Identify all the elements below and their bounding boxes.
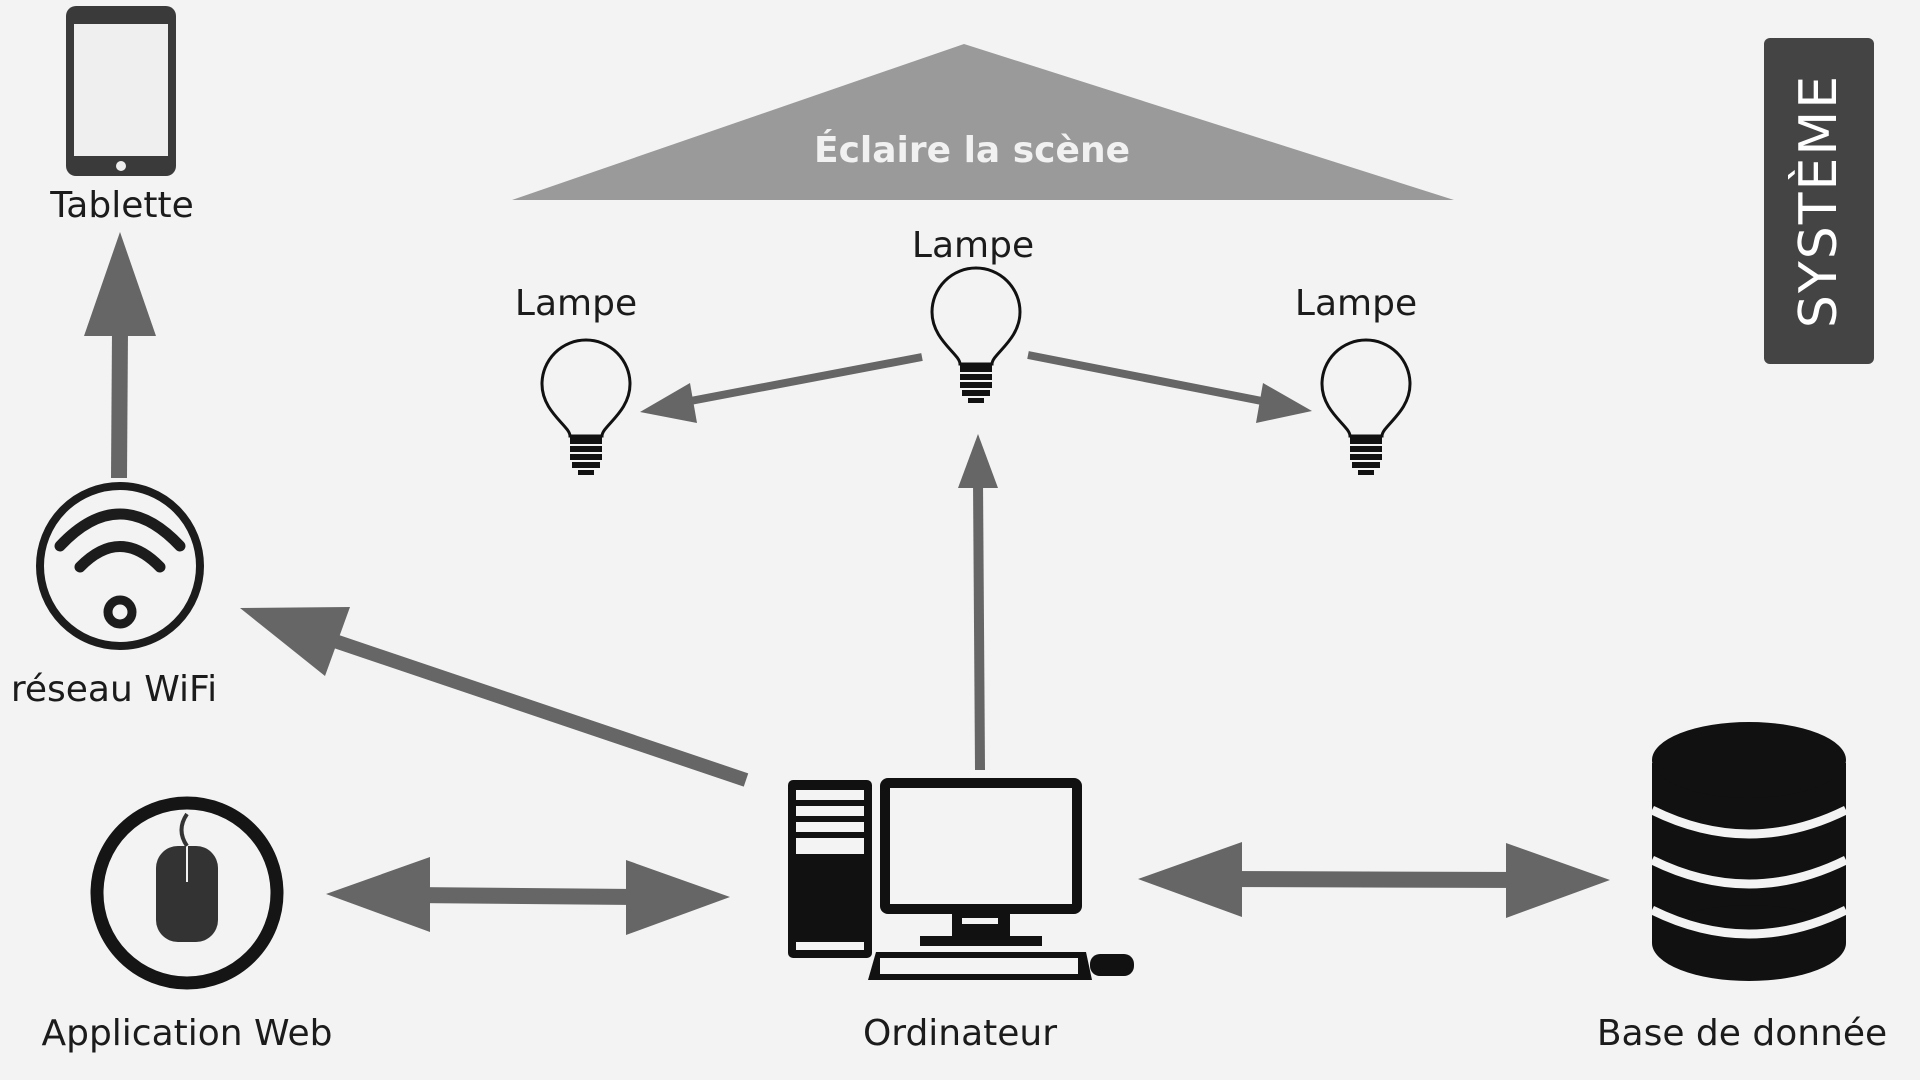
lamp-center-label: Lampe	[911, 225, 1035, 266]
arrow-webapp-computer-bidirectional	[326, 857, 730, 935]
arrow-lamp-center-to-lamp-right	[1027, 351, 1312, 423]
arrow-computer-to-lamp-center	[958, 434, 998, 771]
light-bulb-icon	[540, 338, 632, 477]
database-label: Base de donnée	[1596, 1013, 1888, 1054]
light-bulb-icon	[930, 266, 1022, 405]
database-icon	[1650, 722, 1848, 981]
arrow-wifi-to-tablet	[84, 232, 156, 479]
mouse-icon	[90, 796, 284, 990]
arrow-lamp-center-to-lamp-left	[640, 353, 923, 423]
roof-label: Éclaire la scène	[814, 129, 1130, 171]
system-badge-label: SYSTÈME	[1789, 73, 1849, 329]
roof-banner: Éclaire la scène	[512, 44, 1454, 200]
wifi-label: réseau WiFi	[10, 669, 218, 710]
wifi-icon	[36, 482, 204, 650]
tablet-label: Tablette	[50, 185, 194, 226]
system-badge: SYSTÈME	[1764, 38, 1874, 364]
lamp-left-label: Lampe	[514, 283, 638, 324]
desktop-computer-icon	[788, 778, 1134, 980]
light-bulb-icon	[1320, 338, 1412, 477]
arrow-computer-database-bidirectional	[1138, 842, 1610, 918]
tablet-icon	[66, 6, 176, 176]
computer-label: Ordinateur	[862, 1013, 1058, 1054]
arrow-computer-to-wifi	[240, 607, 749, 787]
lamp-right-label: Lampe	[1294, 283, 1418, 324]
web-app-label: Application Web	[41, 1013, 333, 1054]
